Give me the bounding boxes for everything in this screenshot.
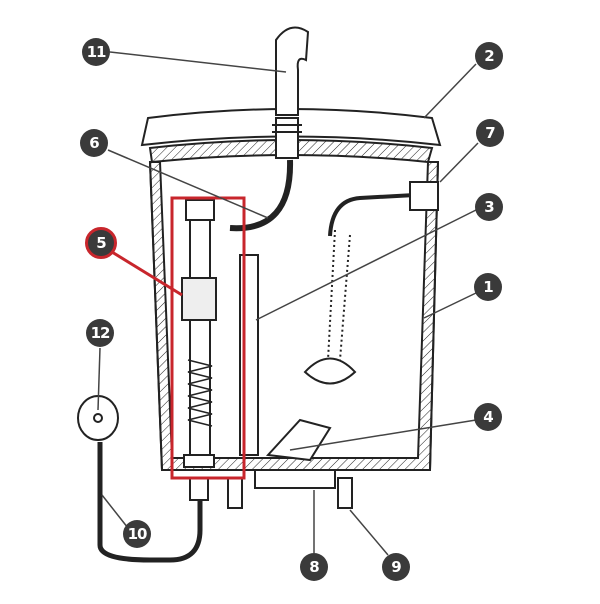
callout-4[interactable]: 4 [474,403,502,431]
callout-3[interactable]: 3 [475,193,503,221]
flush-lever [328,193,416,237]
flush-button [275,26,310,116]
callout-1[interactable]: 1 [474,273,502,301]
callout-11[interactable]: 11 [82,38,110,66]
fill-valve-highlight [170,196,246,480]
callout-10[interactable]: 10 [123,520,151,548]
callout-6[interactable]: 6 [80,129,108,157]
callout-7[interactable]: 7 [476,119,504,147]
callout-5-fill-valve[interactable]: 5 [85,227,117,259]
callout-8[interactable]: 8 [300,553,328,581]
callout-2[interactable]: 2 [475,42,503,70]
refill-hose [229,159,294,232]
float-ball [303,357,357,385]
supply-hose [97,442,203,563]
callout-9[interactable]: 9 [382,553,410,581]
flapper [265,418,332,462]
callout-12[interactable]: 12 [86,319,114,347]
